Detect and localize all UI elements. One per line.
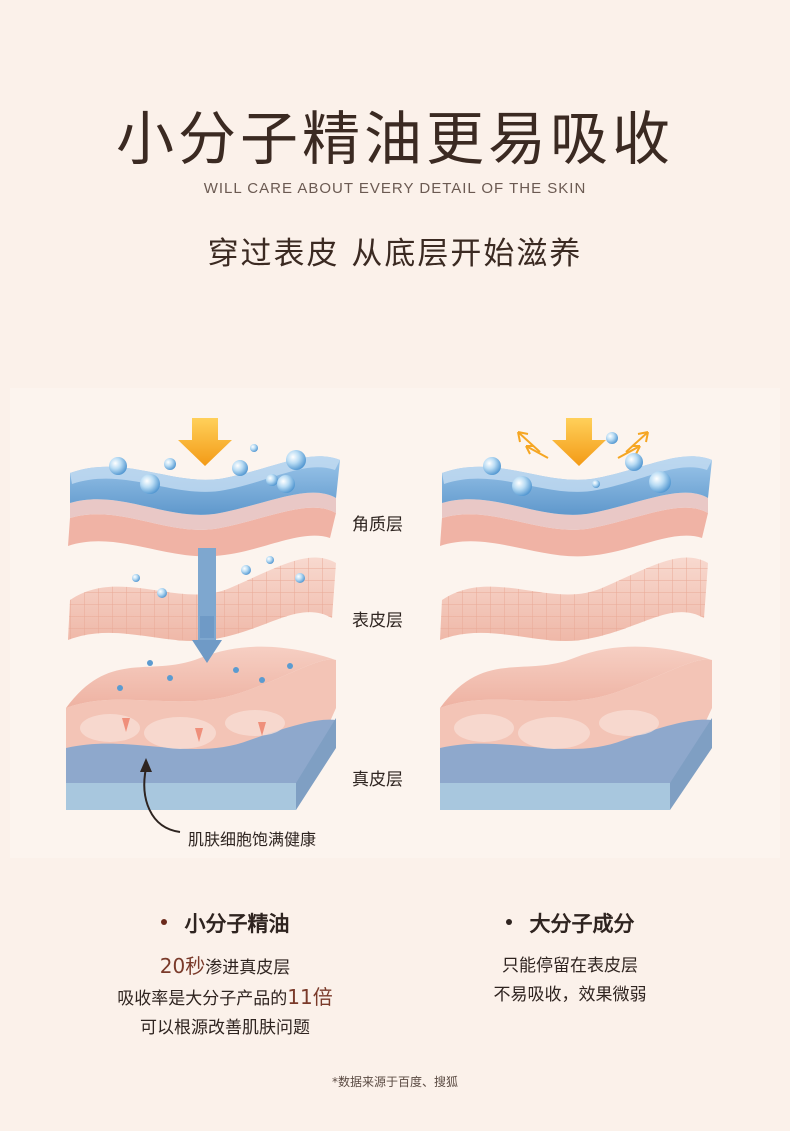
right-blocked-arrow-icon: [552, 418, 606, 466]
chinese-subtitle: 穿过表皮 从底层开始滋养: [207, 236, 583, 272]
large-molecule-heading: 大分子成分: [410, 908, 730, 938]
bullet-dot: [505, 919, 512, 925]
annotation-pointer-arrow: [143, 767, 181, 833]
label-stratum-corneum: 角质层: [352, 515, 403, 535]
right-stratum-corneum: [440, 456, 712, 557]
small-line-3: 可以根源改善肌肤问题: [140, 1018, 310, 1038]
large-line-1: 只能停留在表皮层: [502, 956, 638, 976]
annotation-healthy-cells: 肌肤细胞饱满健康: [188, 830, 317, 849]
small-molecule-heading: 小分子精油: [60, 908, 390, 938]
small-line-2: 吸收率是大分子产品的11倍: [117, 985, 333, 1009]
right-deflect-arrows-icon: [517, 431, 649, 459]
data-source-footnote: *数据来源于百度、搜狐: [331, 1075, 458, 1089]
right-oil-bubbles: [483, 432, 671, 496]
right-epidermis: [440, 557, 708, 641]
left-penetration-arrow: [122, 548, 266, 742]
right-dermis-block: [440, 646, 712, 810]
skin-layer-diagram: [66, 418, 712, 833]
small-line-1: 20秒渗进真皮层: [159, 954, 291, 978]
large-molecule-column: 大分子成分 只能停留在表皮层 不易吸收，效果微弱: [410, 908, 730, 1010]
left-stratum-corneum: [68, 456, 340, 557]
bullet-dot: [160, 919, 167, 925]
left-absorb-arrow-icon: [178, 418, 232, 466]
english-subtitle: WILL CARE ABOUT EVERY DETAIL OF THE SKIN: [203, 180, 587, 197]
left-oil-bubbles: [109, 444, 306, 691]
annotation-pointer-head-icon: [140, 758, 152, 772]
label-dermis: 真皮层: [352, 770, 403, 790]
large-line-2: 不易吸收，效果微弱: [493, 985, 647, 1005]
label-epidermis: 表皮层: [352, 611, 403, 631]
small-molecule-column: 小分子精油 20秒渗进真皮层 吸收率是大分子产品的11倍 可以根源改善肌肤问题: [60, 908, 390, 1043]
page-title: 小分子精油更易吸收: [115, 105, 674, 173]
